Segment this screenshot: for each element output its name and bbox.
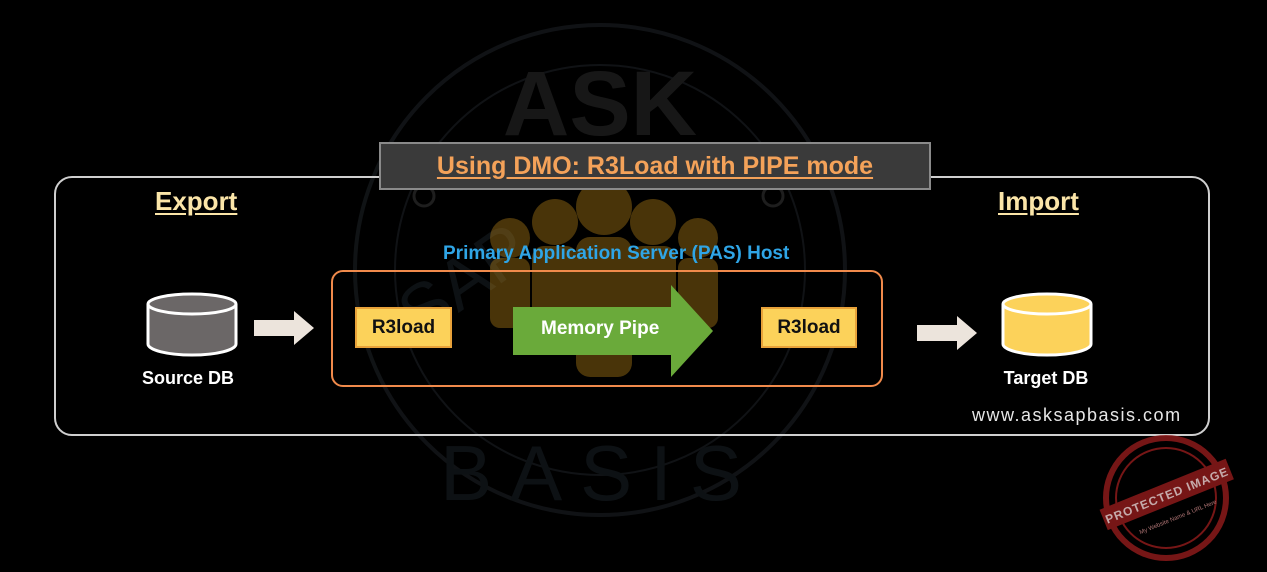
source-db-label: Source DB <box>141 368 235 388</box>
r3load-export-box: R3load <box>355 307 452 348</box>
r3load-export-label: R3load <box>371 316 436 338</box>
svg-text:BASIS: BASIS <box>440 429 760 517</box>
svg-text:ASK: ASK <box>503 53 697 155</box>
export-heading: Export <box>155 186 238 216</box>
r3load-import-label: R3load <box>777 316 841 338</box>
arrow-right-icon <box>254 311 314 345</box>
import-heading: Import <box>998 186 1079 216</box>
source-db-icon <box>146 292 238 357</box>
arrow-right-icon <box>917 316 977 350</box>
memory-pipe-label: Memory Pipe <box>541 318 660 339</box>
pas-host-label: Primary Application Server (PAS) Host <box>443 243 790 264</box>
protected-stamp-icon: PROTECTED IMAGE My Website Name & URL He… <box>1099 435 1234 561</box>
target-db-icon <box>1001 292 1093 357</box>
website-url: www.asksapbasis.com <box>972 405 1182 425</box>
target-db-label: Target DB <box>1003 368 1089 388</box>
title-banner: Using DMO: R3Load with PIPE mode <box>379 142 931 190</box>
memory-pipe-arrow <box>513 285 713 377</box>
pas-host-box <box>331 270 883 387</box>
r3load-import-box: R3load <box>761 307 857 348</box>
page-title: Using DMO: R3Load with PIPE mode <box>436 151 874 180</box>
